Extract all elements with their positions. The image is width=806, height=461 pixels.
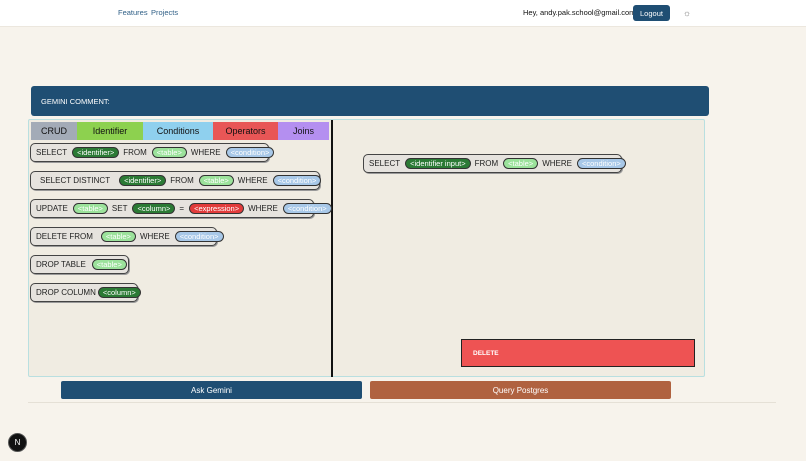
column-slot[interactable]: <column>	[97, 287, 141, 298]
block-keyword: DELETE FROM	[36, 232, 93, 241]
block-keyword: WHERE	[139, 232, 170, 241]
block-keyword: DROP COLUMN	[36, 288, 96, 297]
tab-identifier[interactable]: Identifier	[77, 122, 143, 140]
table-slot[interactable]: <table>	[72, 203, 108, 214]
query-postgres-button[interactable]: Query Postgres	[370, 381, 671, 399]
condition-slot[interactable]: <condition>	[576, 158, 626, 169]
gemini-comment-label: GEMINI COMMENT:	[41, 96, 110, 106]
logout-button[interactable]: Logout	[633, 5, 670, 21]
block-update[interactable]: UPDATE <table> SET <column> = <expressio…	[30, 199, 332, 218]
block-keyword: FROM	[170, 176, 194, 185]
block-keyword: =	[179, 204, 185, 213]
condition-slot[interactable]: <condition>	[282, 203, 332, 214]
tab-crud[interactable]: CRUD	[31, 122, 77, 140]
tab-operators[interactable]: Operators	[213, 122, 278, 140]
block-drop-column[interactable]: DROP COLUMN <column>	[30, 283, 141, 302]
tab-joins[interactable]: Joins	[278, 122, 329, 140]
nav-link-features[interactable]: Features	[118, 8, 148, 17]
sun-icon[interactable]: ☼	[682, 8, 692, 18]
block-keyword: FROM	[123, 148, 147, 157]
identifier-slot[interactable]: <identifier>	[72, 147, 120, 158]
block-keyword: UPDATE	[36, 204, 68, 213]
nav-link-projects[interactable]: Projects	[151, 8, 179, 17]
block-keyword: WHERE	[237, 176, 268, 185]
block-delete-from[interactable]: DELETE FROM <table> WHERE <condition>	[30, 227, 224, 246]
block-drop-table[interactable]: DROP TABLE <table>	[30, 255, 129, 274]
block-keyword: SELECT	[36, 148, 68, 157]
tab-conditions[interactable]: Conditions	[143, 122, 213, 140]
identifier-input-slot[interactable]: <identifier input>	[405, 158, 471, 169]
condition-slot[interactable]: <condition>	[174, 231, 224, 242]
block-keyword: SELECT	[369, 159, 401, 168]
block-keyword: SELECT DISTINCT	[40, 176, 111, 185]
table-slot[interactable]: <table>	[151, 147, 187, 158]
table-slot[interactable]: <table>	[91, 259, 127, 270]
delete-zone-label: DELETE	[473, 349, 499, 357]
block-keyword: WHERE	[190, 148, 221, 157]
canvas-select-block[interactable]: SELECT <identifier input> FROM <table> W…	[363, 154, 626, 173]
dev-tools-badge[interactable]: N	[8, 433, 27, 452]
top-navbar: Features Projects Hey, andy.pak.school@g…	[0, 0, 806, 27]
identifier-slot[interactable]: <identifier>	[119, 175, 167, 186]
gemini-comment-panel: GEMINI COMMENT:	[31, 86, 709, 116]
ask-gemini-button[interactable]: Ask Gemini	[61, 381, 362, 399]
block-keyword: FROM	[474, 159, 499, 168]
delete-drop-zone[interactable]: DELETE	[461, 339, 695, 367]
block-keyword: WHERE	[248, 204, 278, 213]
condition-slot[interactable]: <condition>	[225, 147, 275, 158]
block-select[interactable]: SELECT <identifier> FROM <table> WHERE <…	[30, 143, 275, 162]
block-keyword: WHERE	[542, 159, 572, 168]
expression-slot[interactable]: <expression>	[189, 203, 245, 214]
user-greeting: Hey, andy.pak.school@gmail.com!	[523, 8, 638, 17]
table-slot[interactable]: <table>	[100, 231, 136, 242]
block-keyword: DROP TABLE	[36, 260, 86, 269]
table-slot[interactable]: <table>	[198, 175, 234, 186]
workspace-divider	[331, 120, 333, 377]
footer-divider	[28, 402, 776, 403]
table-slot[interactable]: <table>	[503, 158, 539, 169]
column-slot[interactable]: <column>	[132, 203, 176, 214]
block-keyword: SET	[111, 204, 128, 213]
condition-slot[interactable]: <condition>	[272, 175, 322, 186]
block-select-distinct[interactable]: SELECT DISTINCT <identifier> FROM <table…	[30, 171, 322, 190]
